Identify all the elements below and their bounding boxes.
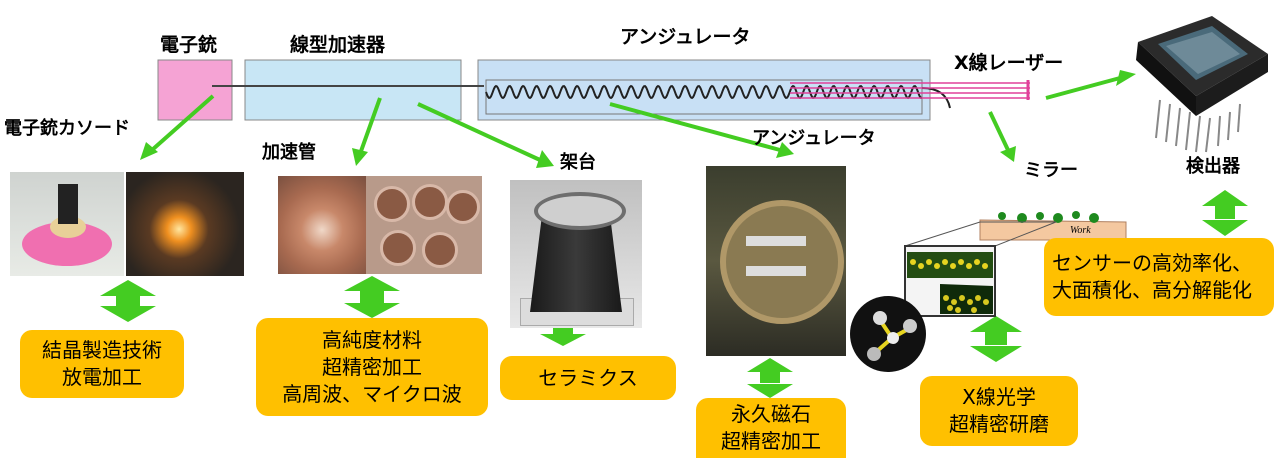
label-cathode: 電子銃カソード	[4, 118, 130, 139]
tech-box-undulator: 永久磁石 超精密加工	[696, 398, 846, 458]
tech-mirror-line-1: X線光学	[962, 385, 1036, 409]
photo-accel-tube-2	[366, 176, 482, 274]
photo-cathode-assembly	[10, 172, 124, 276]
label-work: Work	[1070, 225, 1091, 236]
xray-laser-beams	[790, 80, 1030, 100]
tech-detector-line-1: センサーの高効率化、	[1052, 251, 1252, 275]
tech-box-mirror: X線光学 超精密研磨	[920, 376, 1078, 446]
tech-box-stand: セラミクス	[500, 356, 676, 400]
tech-tube-line-2: 超精密加工	[322, 354, 422, 379]
double-arrow-undulator	[747, 358, 793, 398]
undulator-wave	[485, 84, 923, 100]
tech-detector-line-2: 大面積化、高分解能化	[1052, 278, 1252, 302]
mirror-illustration	[850, 211, 1127, 372]
double-arrow-cathode	[100, 280, 156, 322]
detector-chip	[1136, 16, 1268, 153]
arrow-undulator-to-photo	[609, 102, 781, 152]
double-arrow-tube	[344, 276, 400, 318]
label-detector: 検出器	[1186, 156, 1240, 177]
undulator-inner-box	[485, 79, 923, 115]
arrow-linac-to-stand	[417, 102, 541, 162]
arrow-gun-to-cathode	[150, 94, 215, 152]
tech-stand-line-1: セラミクス	[538, 365, 638, 390]
label-linac: 線型加速器	[290, 34, 386, 56]
double-arrow-detector	[1202, 190, 1248, 236]
tech-cathode-line-1: 結晶製造技術	[42, 338, 162, 362]
label-xray-laser: X線レーザー	[954, 52, 1064, 74]
photo-accel-tube-1	[278, 176, 366, 274]
tech-undulator-line-2: 超精密加工	[721, 429, 821, 453]
photo-cathode-glow	[126, 172, 244, 276]
photo-ceramic-stand	[510, 180, 642, 328]
arrow-laser-to-mirror	[988, 111, 1010, 151]
tech-box-accel-tube: 高純度材料 超精密加工 高周波、マイクロ波	[256, 318, 488, 416]
tech-tube-line-1: 高純度材料	[322, 327, 422, 352]
arrow-laser-to-detector	[1045, 76, 1121, 100]
linac-block	[244, 59, 462, 121]
label-undulator-top: アンジュレータ	[620, 26, 751, 48]
label-accel-tube: 加速管	[262, 142, 316, 163]
tech-cathode-line-2: 放電加工	[62, 365, 142, 389]
label-stand: 架台	[560, 152, 596, 173]
label-electron-gun: 電子銃	[160, 34, 218, 56]
photo-undulator	[706, 166, 846, 356]
tech-box-detector: センサーの高効率化、 大面積化、高分解能化	[1044, 238, 1274, 316]
double-arrow-mirror	[970, 316, 1022, 362]
tech-undulator-line-1: 永久磁石	[731, 402, 811, 426]
arrow-linac-to-tube	[358, 97, 382, 155]
tech-box-cathode: 結晶製造技術 放電加工	[20, 330, 184, 398]
label-mirror: ミラー	[1024, 160, 1078, 181]
tech-mirror-line-2: 超精密研磨	[949, 412, 1049, 436]
label-undulator: アンジュレータ	[752, 128, 876, 149]
tech-tube-line-3: 高周波、マイクロ波	[282, 381, 462, 406]
